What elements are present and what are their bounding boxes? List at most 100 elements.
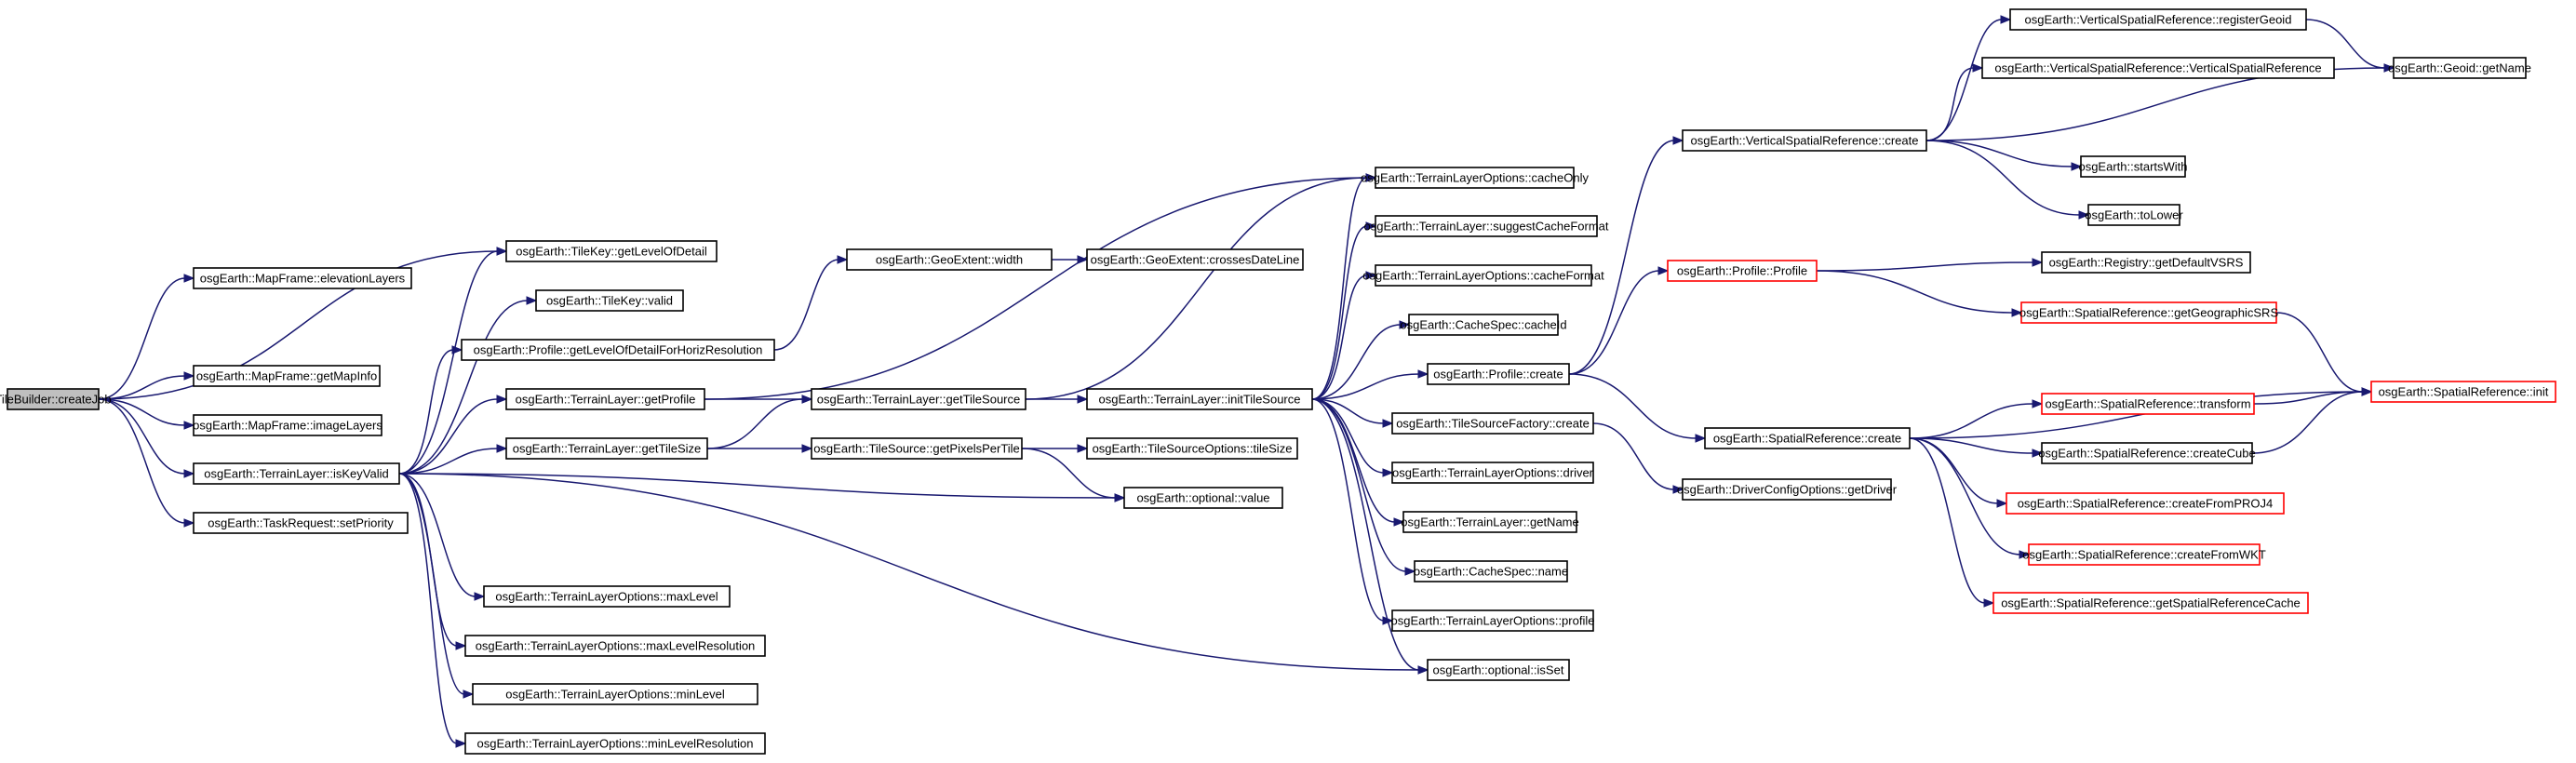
- function-node[interactable]: osgEarth::VerticalSpatialReference::Vert…: [1981, 57, 2335, 79]
- function-node[interactable]: osgEarth::startsWith: [2078, 155, 2188, 178]
- function-node[interactable]: osgEarth::TerrainLayer::isKeyValid: [193, 462, 400, 485]
- edge-arrowhead: [496, 444, 508, 453]
- node-box: [1992, 592, 2309, 614]
- call-edge: [398, 473, 475, 699]
- function-node[interactable]: osgEarth::CacheSpec::name: [1414, 560, 1568, 582]
- edge-line: [1568, 140, 1675, 375]
- function-node[interactable]: osgEarth::TerrainLayer::getName: [1401, 511, 1579, 533]
- node-label: osgEarth::TaskRequest::setPriority: [208, 516, 394, 530]
- edge-line: [98, 398, 186, 524]
- call-edge: [98, 398, 195, 430]
- edge-line: [398, 473, 465, 695]
- function-node[interactable]: osgEarth::SpatialReference::getSpatialRe…: [1992, 592, 2309, 614]
- function-node[interactable]: osgEarth::Profile::create: [1427, 363, 1570, 385]
- function-node[interactable]: osgEarth::TerrainLayerOptions::cacheForm…: [1362, 264, 1604, 287]
- edge-arrowhead: [2032, 448, 2044, 458]
- edge-arrowhead: [496, 247, 508, 256]
- function-node[interactable]: osgEarth::DriverConfigOptions::getDriver: [1677, 478, 1898, 501]
- node-label: osgEarth::TerrainLayerOptions::profile: [1391, 614, 1595, 628]
- function-node[interactable]: osgEarth::SpatialReference::transform: [2041, 393, 2255, 415]
- call-edge: [398, 395, 508, 475]
- function-node[interactable]: osgEarth::optional::value: [1123, 487, 1283, 509]
- function-node[interactable]: osgEarth::TerrainLayer::initTileSource: [1086, 388, 1313, 410]
- function-node[interactable]: osgEarth::optional::isSet: [1427, 659, 1570, 681]
- function-node[interactable]: osgEarth::TaskRequest::setPriority: [193, 512, 409, 534]
- function-node[interactable]: osgEarth::Geoid::getName: [2388, 57, 2531, 79]
- edge-line: [398, 398, 499, 475]
- function-node[interactable]: osgEarth::TerrainLayerOptions::maxLevel: [483, 585, 731, 608]
- node-label: osgEarth::SpatialReference::getGeographi…: [2019, 306, 2279, 320]
- node-box: [464, 732, 766, 755]
- function-node[interactable]: osgEarth::TerrainLayer::getProfile: [505, 388, 705, 410]
- function-node[interactable]: osgEarth::Profile::getLevelOfDetailForHo…: [461, 339, 775, 361]
- function-node[interactable]: osgEarth::MapFrame::elevationLayers: [193, 267, 412, 289]
- edge-arrowhead: [1657, 266, 1670, 275]
- node-box: [2041, 393, 2255, 415]
- function-node[interactable]: osgEarth::TerrainLayer::suggestCacheForm…: [1363, 215, 1609, 237]
- function-node[interactable]: osgEarth::SpatialReference::getGeographi…: [2019, 301, 2279, 324]
- edge-arrowhead: [2019, 550, 2031, 559]
- function-node[interactable]: osgEarth::TerrainLayerOptions::minLevelR…: [464, 732, 766, 755]
- function-node[interactable]: osgEarth::TileSourceOptions::tileSize: [1086, 437, 1298, 460]
- function-node[interactable]: osgEarth::MapFrame::imageLayers: [193, 414, 382, 436]
- edge-arrowhead: [1399, 320, 1411, 329]
- edge-arrowhead: [2032, 258, 2044, 267]
- function-node[interactable]: osgEarth::SpatialReference::createFromWK…: [2022, 543, 2266, 566]
- edge-arrowhead: [451, 345, 463, 355]
- function-node[interactable]: osgEarth::GeoExtent::crossesDateLine: [1086, 248, 1304, 271]
- node-box: [2041, 251, 2251, 274]
- function-node[interactable]: osgEarth::GeoExtent::width: [846, 248, 1053, 271]
- function-node[interactable]: osgEarth::TerrainLayerOptions::maxLevelR…: [464, 635, 766, 657]
- function-node[interactable]: osgEarth::Profile::Profile: [1667, 260, 1818, 282]
- function-node[interactable]: osgEarth::SpatialReference::createFromPR…: [2006, 492, 2285, 515]
- function-node[interactable]: osgEarth::CacheSpec::cacheId: [1400, 314, 1567, 336]
- edge-line: [1909, 391, 2364, 439]
- node-box: [811, 437, 1023, 460]
- function-node[interactable]: osgEarth::TerrainLayer::getTileSize: [505, 437, 708, 460]
- node-box: [2041, 442, 2253, 464]
- edge-arrowhead: [1365, 221, 1377, 231]
- function-node[interactable]: osgEarth::TerrainLayer::getTileSource: [811, 388, 1026, 410]
- function-node[interactable]: osgEarth::TerrainLayerOptions::driver: [1391, 462, 1594, 484]
- edge-arrowhead: [1972, 63, 1984, 73]
- call-edge: [1311, 398, 1394, 477]
- node-label: osgEarth::SpatialReference::getSpatialRe…: [2001, 596, 2301, 610]
- function-node[interactable]: osgEarth::TerrainLayerOptions::profile: [1391, 609, 1595, 632]
- node-box: [535, 289, 684, 312]
- edge-line: [1909, 437, 2021, 556]
- function-node[interactable]: osgEarth::Registry::getDefaultVSRS: [2041, 251, 2251, 274]
- node-box: [1427, 659, 1570, 681]
- node-box: [1086, 437, 1298, 460]
- edge-line: [1568, 373, 1697, 439]
- function-node[interactable]: osgEarth::VerticalSpatialReference::regi…: [2009, 8, 2307, 31]
- function-node[interactable]: osgEarth::SpatialReference::create: [1704, 427, 1911, 449]
- node-label: osgEarth::TerrainLayer::getTileSize: [513, 442, 702, 456]
- call-edge: [398, 247, 508, 475]
- edge-arrowhead: [1983, 598, 1995, 608]
- call-edge: [398, 473, 486, 601]
- call-edge: [1925, 140, 2090, 220]
- node-label: osgEarth::SpatialReference::init: [2379, 385, 2549, 399]
- edge-arrowhead: [474, 592, 486, 601]
- edge-arrowhead: [1417, 665, 1429, 675]
- function-node[interactable]: osgEarth::TileKey::valid: [535, 289, 684, 312]
- function-node[interactable]: osgEarth::MapFrame::getMapInfo: [193, 365, 381, 387]
- edge-line: [98, 398, 186, 426]
- function-node[interactable]: osgEarth::SpatialReference::createCube: [2038, 442, 2256, 464]
- function-node[interactable]: osgEarth::toLower: [2085, 204, 2183, 226]
- node-box: [193, 267, 412, 289]
- edge-line: [1816, 270, 2014, 314]
- edge-arrowhead: [1114, 493, 1126, 502]
- function-node[interactable]: osgEarth::TileKey::getLevelOfDetail: [505, 240, 718, 262]
- function-node[interactable]: osgEarth::SpatialReference::init: [2370, 381, 2556, 403]
- function-node[interactable]: osgEarth::TerrainLayerOptions::cacheOnly: [1361, 167, 1589, 189]
- function-node[interactable]: osgEarth::VerticalSpatialReference::crea…: [1682, 129, 1927, 152]
- edge-arrowhead: [183, 469, 195, 478]
- node-box: [193, 414, 382, 436]
- edge-line: [1925, 140, 2081, 216]
- function-node[interactable]: osgEarth::TileSourceFactory::create: [1391, 412, 1594, 435]
- node-label: osgEarth::CacheSpec::name: [1414, 565, 1568, 579]
- function-node[interactable]: osgEarth::TerrainLayerOptions::minLevel: [472, 683, 758, 705]
- function-node[interactable]: osgEarth::TileSource::getPixelsPerTile: [811, 437, 1023, 460]
- node-box: [1375, 215, 1598, 237]
